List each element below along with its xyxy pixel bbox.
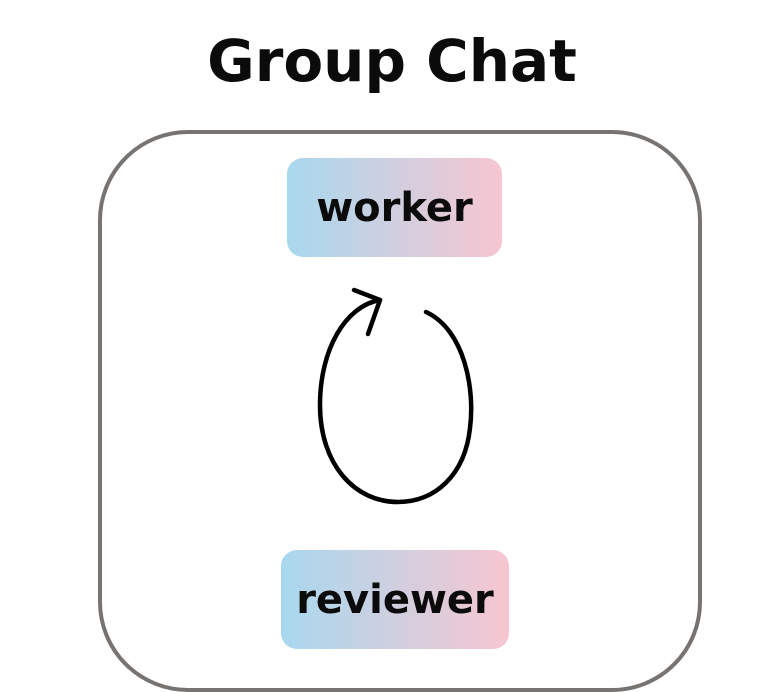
reviewer-node: reviewer <box>281 550 509 649</box>
reviewer-node-label: reviewer <box>296 576 494 623</box>
circular-arrow-icon <box>317 287 474 505</box>
diagram-title: Group Chat <box>207 27 577 95</box>
worker-node-label: worker <box>316 184 473 231</box>
worker-node: worker <box>287 158 502 257</box>
